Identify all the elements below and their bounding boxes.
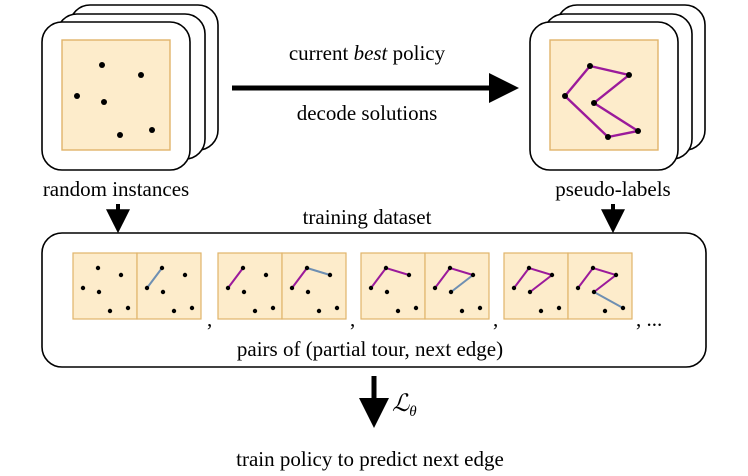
random-instances-label: random instances: [43, 177, 189, 201]
training-pair: [503, 252, 633, 320]
decode-solutions-label: decode solutions: [297, 101, 438, 125]
training-pair: [72, 252, 202, 320]
current-policy-label: current best policy: [289, 41, 446, 65]
random-instances-stack: [41, 4, 219, 171]
pseudo-labels-label: pseudo-labels: [555, 177, 670, 201]
pair-separator: ,: [207, 307, 212, 331]
pair-separator: ,: [493, 307, 498, 331]
tour-nodes: [562, 63, 641, 140]
loss-label: ℒθ: [392, 391, 417, 420]
ellipsis: , ...: [636, 307, 662, 331]
pairs-caption: pairs of (partial tour, next edge): [237, 337, 503, 361]
training-pair: [217, 252, 347, 320]
train-policy-label: train policy to predict next edge: [236, 447, 504, 471]
training-dataset-label: training dataset: [303, 205, 432, 229]
instance-nodes: [74, 62, 155, 138]
pair-separator: ,: [350, 307, 355, 331]
training-pair: [360, 252, 490, 320]
pseudo-labels-stack: [529, 4, 706, 171]
